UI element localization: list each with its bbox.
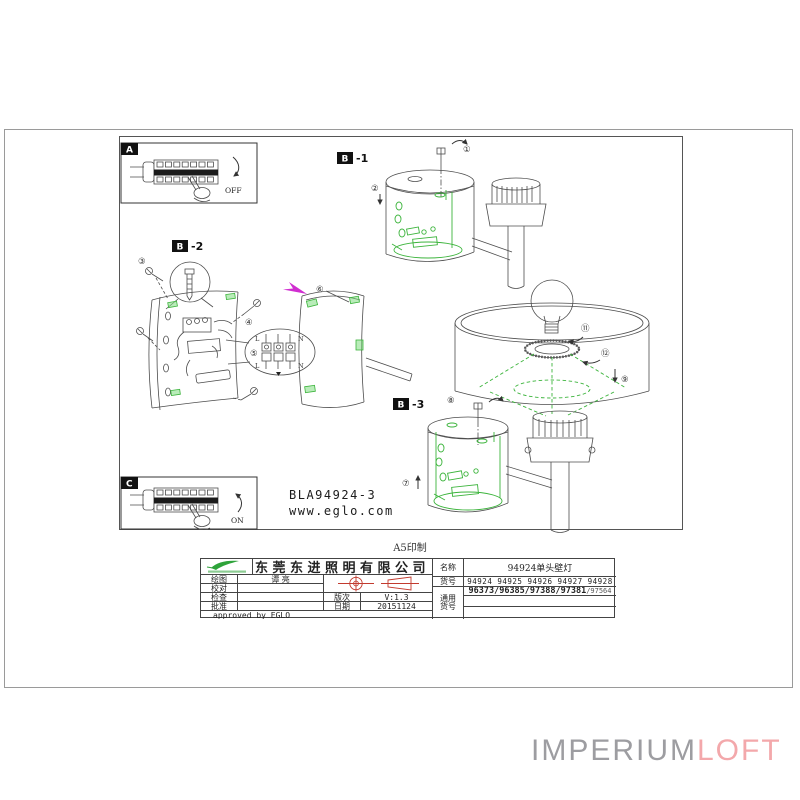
first-angle-projection-icon [337,575,419,592]
step-b1: B -1 ① ② [337,138,547,289]
doc-code: BLA94924-3 [289,488,377,502]
off-label: OFF [225,186,242,195]
panel-c-switch-on: C ON [120,476,258,531]
rotate-arrow-icon [235,493,242,513]
screw-drawing [473,402,483,445]
row-label-draw: 绘图 [201,575,238,584]
callout-3: ③ [138,257,146,267]
date-value: 20151124 [361,602,433,611]
step-b2: B -2 [136,240,413,411]
company-logo-cell [201,559,253,575]
turn-arrow-icon [451,138,468,145]
company-logo [206,560,246,573]
inspect-value [238,593,324,602]
common-sku-tail: /97564 [586,587,612,595]
common-sku-label: 通用 货号 [433,587,464,619]
title-block: 东莞东进照明有限公司 绘图 谭 亮 校对 检查 版次 V:1.3 批准 日期 2… [200,558,616,619]
version-value: V:1.3 [361,593,433,602]
callout-8: ⑧ [447,396,455,406]
terminal-strip-drawing [129,487,219,531]
terminal-strip-drawing [129,159,219,203]
step-b3-tag: B [398,401,405,411]
callout-1: ① [463,145,471,155]
common-sku-bold: 96373/96385/97388/97381 [468,587,587,596]
drafter-name: 谭 亮 [238,575,324,584]
terminal-detail-balloon: L N L N ⑤ [225,328,316,376]
curved-arrow-icon [582,359,601,367]
lamp-body-drawing [385,169,475,262]
common-sku-label-line2: 货号 [440,602,456,611]
socket-drawing [505,410,596,533]
mounting-screws [136,267,261,401]
panel-a-label: A [126,146,133,156]
doc-website: www.eglo.com [289,504,394,518]
terminal-mark-N1: N [298,335,304,343]
common-sku-label-line1: 通用 [440,594,456,603]
callout-9: ⑨ [621,375,629,385]
step-b2-tag: B [177,243,184,253]
bulb-drawing [530,279,574,334]
date-label: 日期 [324,602,361,611]
screw-drawing [436,147,446,198]
callout-7: ⑦ [402,479,410,489]
panel-a-switch-off: A OFF [120,142,258,204]
magenta-arrow-icon [283,282,307,294]
callout-4: ④ [245,318,253,328]
print-note: A5印制 [393,543,427,554]
callout-12: ⑫ [601,349,610,359]
page-outer-border [4,129,793,688]
check-value [238,584,324,593]
sku-values: 94924 94925 94926 94927 94928 [464,577,616,587]
terminal-mark-L1: L [255,335,260,343]
step-b3-number: -3 [412,398,424,411]
lamp-body-drawing [427,416,509,513]
terminal-mark-N2: N [298,362,304,370]
panel-c-label: C [126,480,133,490]
step-b3: B -3 ⑧ ⑦ [393,395,596,533]
curved-arrow-icon [567,336,584,345]
callout-5: ⑤ [250,349,258,359]
row-label-inspect: 检查 [201,593,238,602]
common-sku-values: 96373/96385/97388/97381/97564 [464,587,616,596]
mounting-plate-drawing [148,290,239,411]
name-label: 名称 [433,559,464,577]
row-label-check: 校对 [201,584,238,593]
rotate-arrow-icon [232,156,240,177]
drawing-frame [119,136,683,530]
row-label-approve: 批准 [201,602,238,611]
on-label: ON [231,516,244,525]
version-label: 版次 [324,593,361,602]
empty-row-1 [464,596,616,607]
projection-symbol-cell [324,575,433,593]
terminal-mark-L2: L [255,362,260,370]
approve-value [238,602,324,611]
watermark-loft: LOFT [697,734,782,767]
lamp-shade-drawing: ⑪ ⑫ ⑨ [454,279,650,417]
callout-2: ② [371,184,379,194]
product-name: 94924单头壁灯 [464,559,616,577]
watermark-imperium: IMPERIUM [531,734,697,767]
step-b1-tag: B [342,155,349,165]
turn-arrow-icon [488,395,504,403]
watermark-logo: IMPERIUMLOFT [531,734,782,768]
step-b2-number: -2 [191,240,203,253]
alignment-cone-green [477,353,627,417]
lamp-body-inner-green [391,190,463,259]
empty-row-2 [464,607,616,619]
step-b1-number: -1 [356,152,368,165]
cover-cylinder-drawing [298,290,413,408]
callout-6: ⑥ [316,285,324,295]
small-down-arrow-icon [276,372,281,376]
callout-11: ⑪ [581,324,590,334]
sku-label: 货号 [433,577,464,587]
company-name: 东莞东进照明有限公司 [253,559,433,575]
socket-drawing [471,177,547,289]
lamp-body-inner-green [433,422,503,511]
approved-note: approved by EGLO [201,611,433,619]
